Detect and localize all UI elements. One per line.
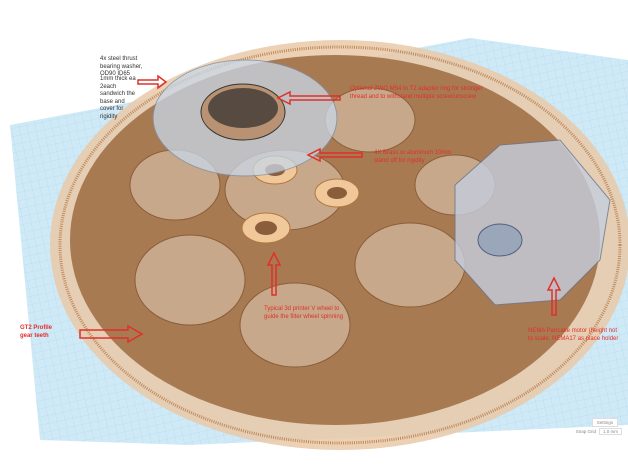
snap-grid-select[interactable]: 1.0 mm <box>598 428 622 435</box>
gear-teeth-note: GT2 Profile gear teeth <box>20 325 53 339</box>
thrust-washer-note: 4x steel thrust bearing washer, OD90 ID6… <box>100 56 143 77</box>
snap-grid-label: Snap Grid <box>575 429 596 434</box>
annotation-arrows <box>79 74 562 344</box>
v-wheel-note: Typical 3d printer V wheel to guide the … <box>264 306 344 320</box>
sandwich-note: 1mm thick ea 2each sandwich the base and… <box>100 76 136 120</box>
standoff-note: 4X Brass or aluminum 10mm stand off for … <box>374 150 452 164</box>
motor-note: NEMA Pancake motor (height not to scale,… <box>528 328 619 342</box>
nema-motor[interactable] <box>454 139 611 306</box>
thrust-ring[interactable] <box>152 59 338 177</box>
settings-button[interactable]: Settings <box>591 418 618 427</box>
adapter-ring-note: Optional ZWO M54 to T2 adapter ring for … <box>350 86 483 100</box>
